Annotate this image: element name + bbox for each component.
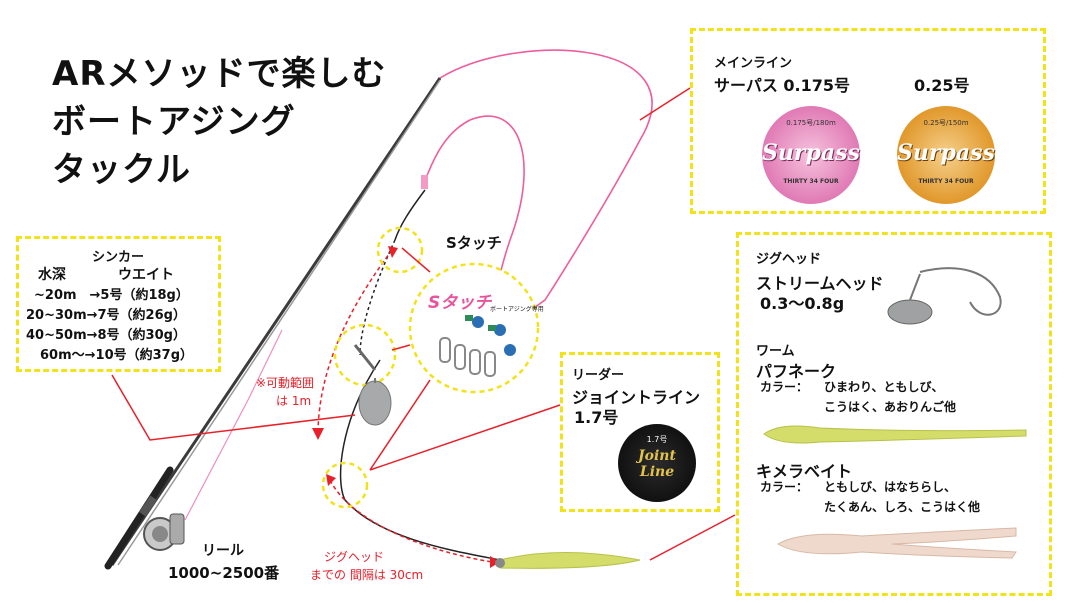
worm-color-1-line1: ひまわり、ともしび、	[824, 380, 944, 394]
sinker-row-4: 60m～→10号（約37g）	[40, 348, 194, 363]
leader-box	[560, 352, 720, 512]
s-touch-circle	[408, 262, 540, 394]
worm-name-1: パフネーク	[756, 362, 837, 381]
leader-spool-size: 1.7号	[646, 435, 668, 444]
s-touch-sub: ボートアジング専用	[490, 306, 544, 313]
spool-orange: 0.25号/150m Surpass THIRTY 34 FOUR	[897, 106, 995, 204]
main-line-alt: 0.25号	[914, 76, 970, 95]
worm-image-2	[777, 527, 1017, 559]
main-line-name: サーパス 0.175号	[714, 76, 851, 95]
movable-range-line2: は 1m	[276, 394, 312, 408]
page-title: ARメソッドで楽しむ ボートアジング タックル	[52, 50, 387, 194]
gap-line1: ジグヘッド	[324, 550, 385, 564]
fishing-rod	[104, 77, 442, 570]
sinker-row-1: ~20m →5号（約18g）	[34, 288, 189, 303]
sinker-col-depth: 水深	[38, 267, 66, 283]
spool-orange-size: 0.25号/150m	[923, 119, 969, 127]
connector-circle-mid	[333, 323, 397, 387]
reel-size: 1000~2500番	[168, 564, 280, 582]
title-line-3: タックル	[52, 150, 191, 190]
leader-size: 1.7号	[574, 408, 619, 427]
jighead-image	[887, 267, 1002, 325]
spool-pink-maker: THIRTY 34 FOUR	[783, 178, 839, 185]
s-touch-logo: Sタッチ	[428, 293, 492, 313]
leader-line	[394, 189, 426, 241]
spool-orange-maker: THIRTY 34 FOUR	[918, 178, 974, 185]
worm-heading: ワーム	[756, 344, 795, 359]
main-line-box	[690, 28, 1046, 214]
main-line-heading: メインライン	[714, 56, 793, 71]
sinker	[353, 344, 392, 426]
spool-pink-brand: Surpass	[762, 140, 860, 166]
leader-spool-brand-2: Line	[639, 464, 675, 480]
worm-name-2: キメラベイト	[756, 462, 853, 481]
jighead-size: 0.3～0.8g	[760, 294, 845, 313]
spool-pink: 0.175号/180m Surpass THIRTY 34 FOUR	[762, 106, 860, 204]
worm-image-1	[763, 425, 1027, 444]
connector-circle-top	[376, 226, 424, 274]
leader-heading: リーダー	[572, 368, 625, 383]
sinker-heading: シンカー	[92, 250, 145, 265]
spool-orange-brand: Surpass	[897, 140, 995, 166]
leader-spool-brand-1: Joint	[638, 448, 676, 464]
sinker-col-weight: ウエイト	[118, 267, 174, 283]
movable-range-line1: ※可動範囲	[256, 376, 315, 390]
sinker-row-3: 40~50m→8号（約30g）	[26, 328, 186, 343]
rigged-worm	[495, 552, 641, 569]
leader-spool: 1.7号 Joint Line	[618, 424, 696, 502]
spool-pink-size: 0.175号/180m	[786, 119, 836, 127]
s-touch-label: Sタッチ	[446, 234, 502, 252]
reel-label: リール	[202, 543, 244, 559]
worm-color-label-1: カラー：	[760, 380, 809, 394]
title-line-2: ボートアジング	[52, 102, 296, 142]
reel	[143, 513, 185, 551]
worm-color-label-2: カラー：	[760, 480, 809, 494]
jighead-worm-box	[736, 232, 1052, 596]
jighead-heading: ジグヘッド	[756, 252, 822, 267]
title-line-1: ARメソッドで楽しむ	[52, 54, 387, 94]
gap-line2: までの 間隔は 30cm	[310, 568, 424, 582]
worm-color-1-line2: こうはく、あおりんご他	[824, 400, 957, 414]
jighead-name: ストリームヘッド	[756, 274, 884, 293]
connector-circle-low	[321, 461, 369, 509]
sinker-box	[16, 236, 221, 372]
worm-color-2-line2: たくあん、しろ、こうはく他	[824, 500, 981, 514]
leader-name: ジョイントライン	[572, 388, 701, 407]
sinker-row-2: 20~30m→7号（約26g）	[26, 308, 186, 323]
s-touch-product	[439, 315, 516, 377]
worm-color-2-line1: ともしび、はなちらし、	[824, 480, 957, 494]
